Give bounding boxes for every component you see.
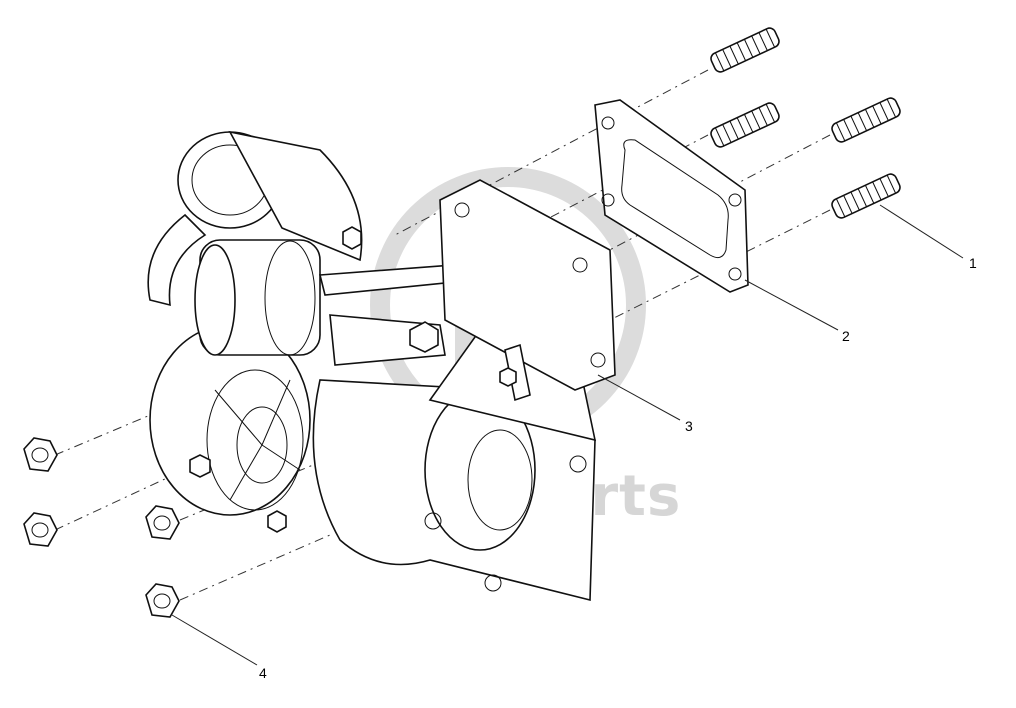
callout-2: 2 <box>842 328 850 344</box>
stud <box>831 173 901 219</box>
stud <box>710 102 780 148</box>
studs <box>710 27 901 219</box>
nut <box>23 512 58 547</box>
gasket <box>594 99 749 293</box>
leader-lines <box>171 204 964 666</box>
stud <box>710 27 780 73</box>
nuts <box>23 437 180 618</box>
turbocharger-body <box>147 130 616 602</box>
stud <box>831 97 901 143</box>
nut <box>23 437 58 472</box>
nut <box>145 583 180 618</box>
callout-1: 1 <box>969 255 977 271</box>
nut <box>145 505 180 540</box>
callout-3: 3 <box>685 418 693 434</box>
callout-4: 4 <box>259 665 267 681</box>
